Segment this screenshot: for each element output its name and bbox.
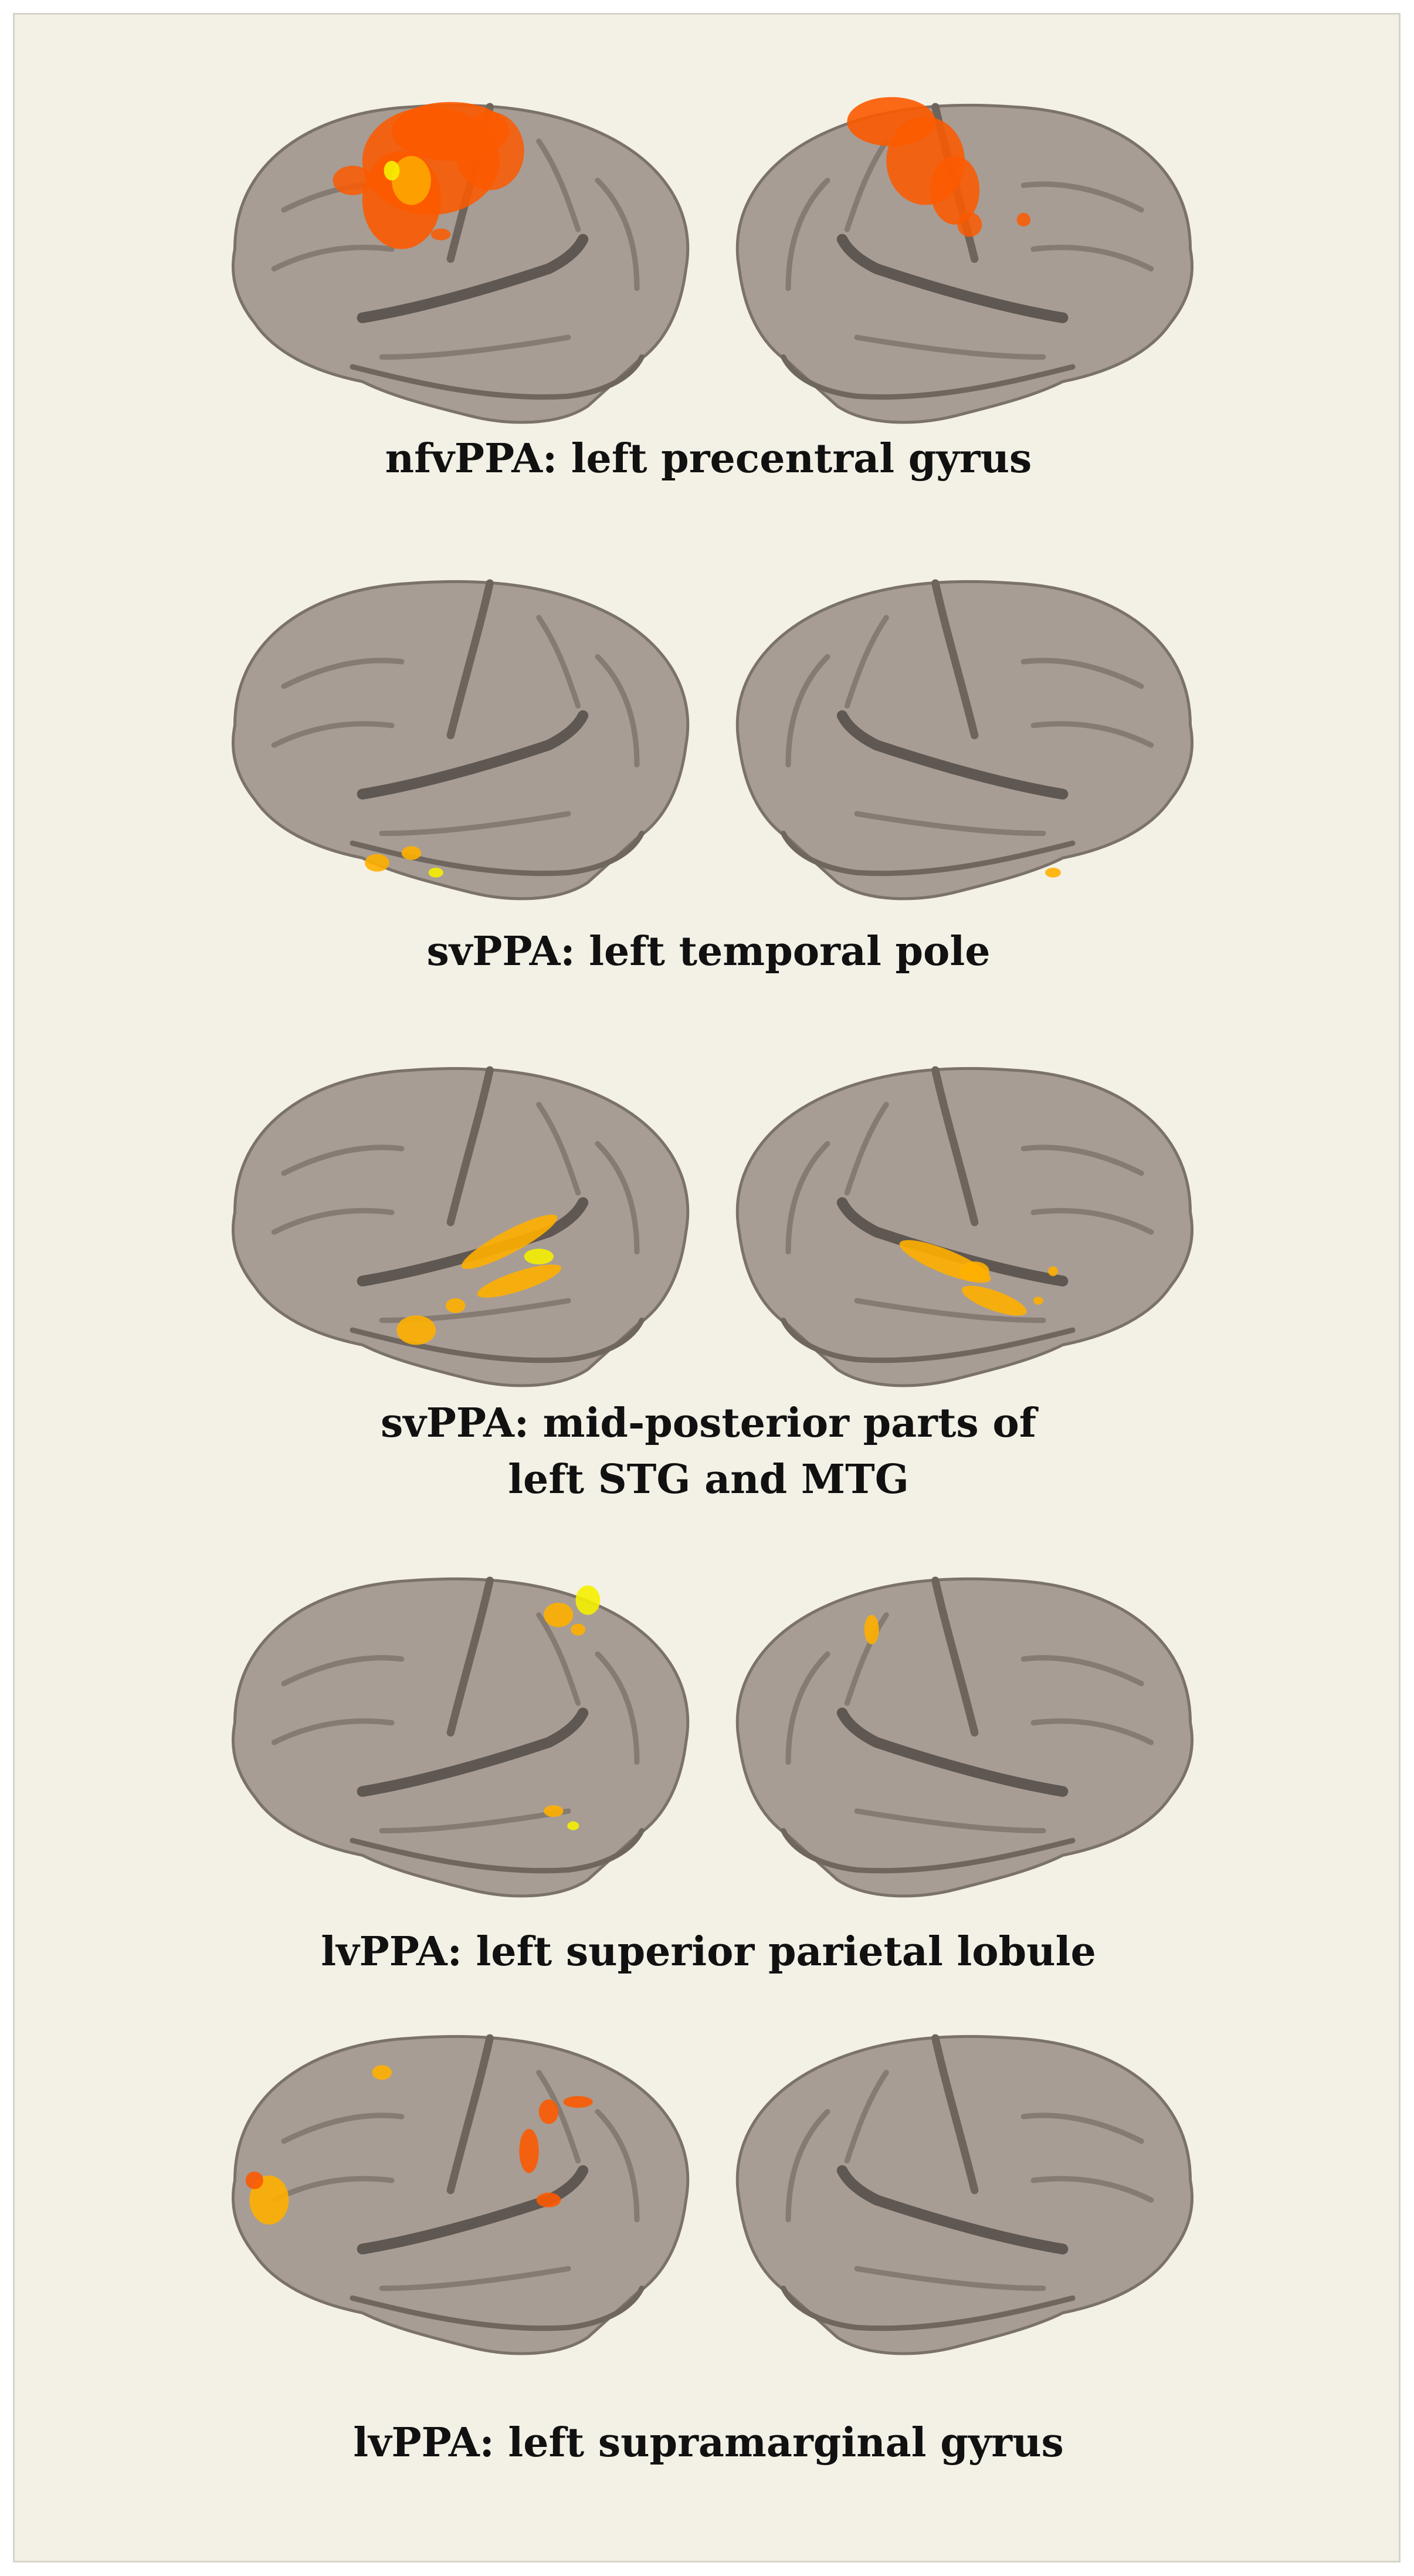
panel-4-caption-line-1: lvPPA: left superior parietal lobule	[321, 1928, 1096, 1975]
panel-2-right-brain-icon	[735, 579, 1194, 901]
panel-3-caption: svPPA: mid-posterior parts of left STG a…	[15, 1395, 1402, 1508]
panel-3-left-brain-icon	[231, 1066, 690, 1387]
panel-1-right-brain-icon	[735, 97, 1194, 424]
panel-2-left-brain-icon	[231, 579, 690, 901]
panel-4-right-brain-icon	[735, 1576, 1194, 1898]
panel-5-caption: lvPPA: left supramarginal gyrus	[15, 2415, 1402, 2471]
figure-panel: nfvPPA: left precentral gyrus	[13, 13, 1401, 2563]
panel-1-caption-line-1: nfvPPA: left precentral gyrus	[385, 435, 1032, 482]
panel-5-right-brain-icon	[735, 2034, 1194, 2355]
panel-3-caption-line-1: svPPA: mid-posterior parts of	[381, 1400, 1036, 1447]
panel-4-left-brain-icon	[231, 1576, 690, 1898]
panel-5-left-brain-icon	[231, 2034, 690, 2355]
panel-2-caption-line-1: svPPA: left temporal pole	[426, 928, 991, 975]
panel-1-left-brain-icon	[231, 101, 690, 424]
panel-2-caption: svPPA: left temporal pole	[15, 923, 1402, 980]
panel-3-caption-line-2: left STG and MTG	[508, 1456, 909, 1503]
panel-1-caption: nfvPPA: left precentral gyrus	[15, 431, 1402, 487]
panel-5-caption-line-1: lvPPA: left supramarginal gyrus	[353, 2419, 1064, 2466]
panel-4-caption: lvPPA: left superior parietal lobule	[15, 1924, 1402, 1980]
panel-3-right-brain-icon	[735, 1066, 1194, 1387]
